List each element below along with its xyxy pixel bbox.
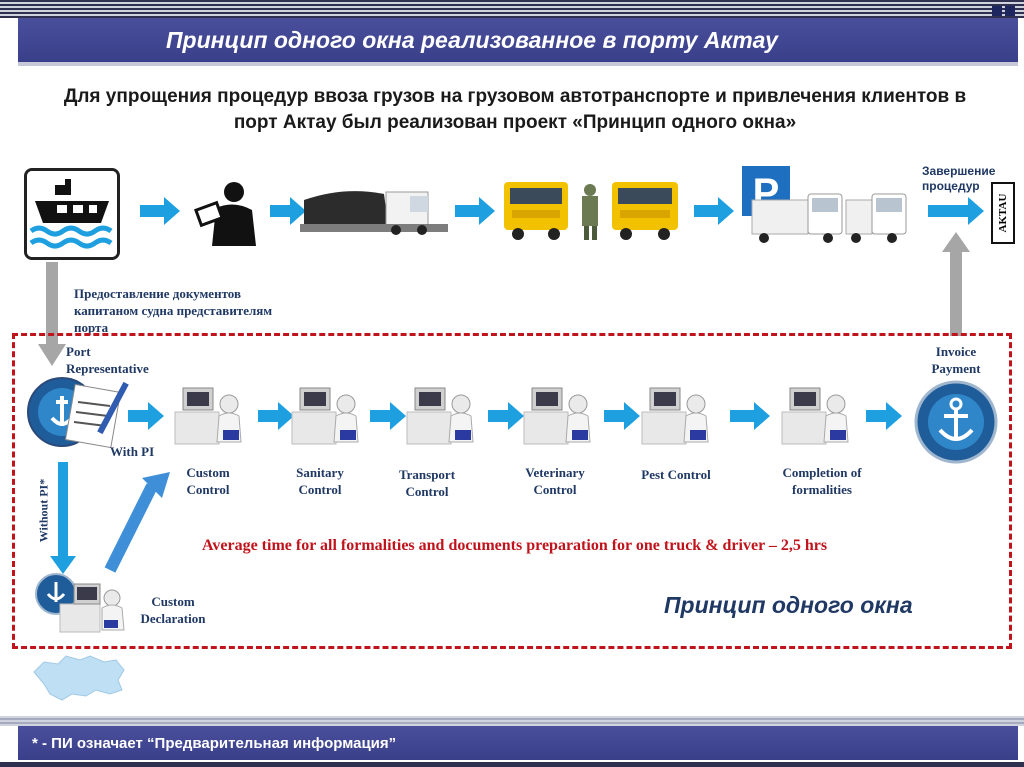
with-pi-label: With PI: [110, 444, 155, 459]
port-representative-icon: [26, 374, 130, 452]
subtitle: Для упрощения процедур ввоза грузов на г…: [63, 86, 967, 133]
workstation-icon: [640, 382, 712, 448]
port-emblem-icon: [912, 380, 1000, 464]
truck-on-ferry-icon: [300, 182, 448, 240]
footer-note: * - ПИ означает “Предварительная информа…: [32, 734, 397, 752]
footer-stripes: [0, 716, 1024, 726]
flow-arrow: [866, 402, 902, 430]
step-label-sanitary-control: Sanitary Control: [296, 465, 344, 497]
one-window-caption: Принцип одного окна: [664, 592, 913, 618]
aktau-box: AKTAU: [991, 182, 1015, 244]
ship-icon: [24, 168, 120, 260]
flow-arrow: [128, 402, 164, 430]
flow-arrow: [455, 197, 495, 225]
custom-declaration-icon: [30, 570, 128, 636]
port-representative-label: Port Representative: [66, 344, 149, 376]
step-label-transport-control: Transport Control: [398, 467, 456, 499]
step-label-custom-control: Custom Control: [186, 465, 230, 497]
workstation-icon: [405, 382, 477, 448]
title-bar: Принцип одного окна реализованное в порт…: [18, 18, 1018, 62]
page-title: Принцип одного окна реализованное в порт…: [166, 26, 778, 53]
flow-arrow: [488, 402, 524, 430]
workstation-icon: [522, 382, 594, 448]
flow-arrow: [694, 197, 734, 225]
workstation-icon: [173, 382, 245, 448]
step-label-completion: Completion of formalities: [782, 465, 862, 497]
completion-label: Завершение процедур: [922, 164, 996, 193]
workstation-icon: [780, 382, 852, 448]
flow-arrow: [730, 402, 770, 430]
step-label-veterinary-control: Veterinary Control: [525, 465, 585, 497]
flow-arrow: [604, 402, 640, 430]
step-label-pest-control: Pest Control: [641, 467, 711, 482]
flow-arrow: [258, 402, 294, 430]
footer-line: [0, 762, 1024, 767]
workstation-icon: [290, 382, 362, 448]
custom-declaration-label: Custom Declaration: [140, 594, 206, 626]
officer-icon: [190, 178, 262, 246]
invoice-payment-label: Invoice Payment: [931, 344, 981, 376]
documents-label: Предоставление документов капитаном судн…: [74, 286, 273, 335]
parking-trucks-icon: P: [742, 166, 912, 248]
one-window-frame: [12, 333, 1012, 649]
top-stripes: [0, 0, 1024, 18]
title-underline: [18, 62, 1018, 66]
kazakhstan-map-icon: [30, 650, 126, 704]
footer-bar: * - ПИ означает “Предварительная информа…: [18, 726, 1018, 760]
trucks-with-person-icon: [500, 176, 686, 244]
flow-arrow: [370, 402, 406, 430]
flow-arrow: [140, 197, 180, 225]
flow-arrow: [270, 197, 306, 225]
without-pi-label: Without PI*: [36, 478, 51, 543]
average-time-note: Average time for all formalities and doc…: [202, 537, 828, 554]
flow-arrow-final: [928, 197, 984, 225]
